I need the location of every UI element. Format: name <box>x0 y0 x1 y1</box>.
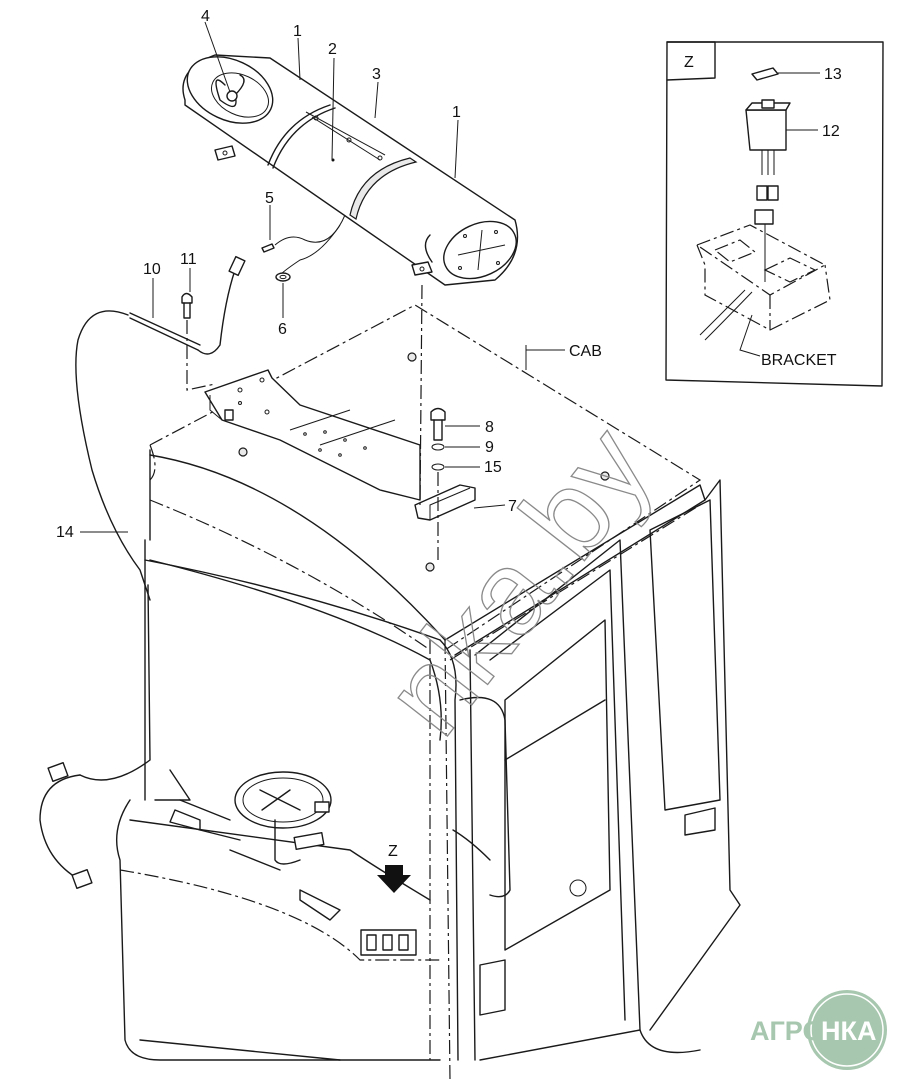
callout-8: 8 <box>485 419 494 436</box>
leader-lines <box>80 21 565 533</box>
callout-13: 13 <box>824 66 842 83</box>
agronka-logo: АГРО НКА <box>750 990 887 1070</box>
logo-text-right: НКА <box>821 1016 876 1046</box>
logo-text-left: АГРО <box>750 1016 823 1046</box>
callout-2: 2 <box>328 41 337 58</box>
cab-label: CAB <box>569 343 602 360</box>
callout-labels: 1 1 2 3 4 5 6 7 8 9 10 11 12 13 14 15 CA… <box>56 8 842 860</box>
callout-12: 12 <box>822 123 840 140</box>
callout-1a: 1 <box>293 23 302 40</box>
bracket-label: BRACKET <box>761 352 837 369</box>
callout-1b: 1 <box>452 104 461 121</box>
callout-3: 3 <box>372 66 381 83</box>
callout-11: 11 <box>180 251 197 268</box>
callout-10: 10 <box>143 261 161 278</box>
callout-14: 14 <box>56 524 74 541</box>
callout-5: 5 <box>265 190 274 207</box>
view-marker-z <box>360 865 417 956</box>
callout-7: 7 <box>508 498 517 515</box>
view-marker-label: Z <box>388 843 398 860</box>
detail-view-title: Z <box>684 54 694 71</box>
detail-view-z <box>665 41 884 387</box>
callout-6: 6 <box>278 321 287 338</box>
logo-circle <box>807 990 887 1070</box>
small-parts <box>39 255 291 890</box>
callout-4: 4 <box>201 8 210 25</box>
mounting-plate <box>204 284 610 572</box>
beacon-lamp <box>182 54 519 286</box>
callout-15: 15 <box>484 459 502 476</box>
callout-9: 9 <box>485 439 494 456</box>
steering-wheel <box>154 769 341 921</box>
